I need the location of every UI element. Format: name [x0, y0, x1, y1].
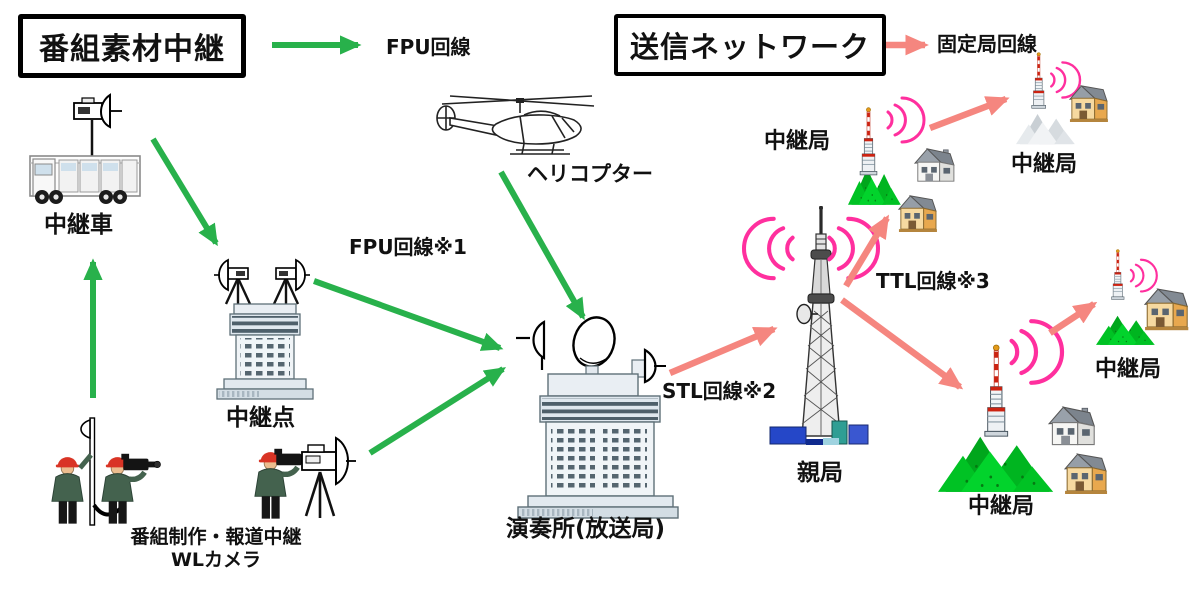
house-icon — [1144, 288, 1189, 331]
label-fixed-station-line: 固定局回線 — [937, 32, 1037, 56]
studio-building-icon — [516, 316, 679, 519]
house-icon — [898, 195, 938, 233]
house-icon — [1064, 453, 1108, 495]
relay-point-building-icon — [212, 258, 314, 400]
radio-waves-icon — [886, 96, 926, 144]
label-fpu-line: FPU回線 — [386, 35, 471, 59]
label-master-station: 親局 — [797, 460, 843, 486]
relay-station-top-icon — [848, 96, 926, 205]
section-title-program-relay: 番組素材中継 — [18, 14, 246, 78]
arrow-master-to-relay-bottom — [840, 297, 964, 390]
arrow-helicopter-to-studio — [498, 170, 586, 321]
relay-truck-icon — [29, 93, 141, 204]
label-relay-point: 中継点 — [226, 405, 295, 431]
wl-cameraman-icon — [255, 436, 356, 519]
arrow-relay-top-to-top-right — [928, 95, 1010, 132]
label-relay-station-mid-right: 中継局 — [1095, 357, 1162, 382]
label-wl-camera-line1: 番組制作・報道中継 — [130, 526, 302, 548]
label-relay-truck: 中継車 — [44, 212, 113, 238]
label-ttl-line-3: TTL回線※3 — [876, 269, 990, 293]
label-helicopter: ヘリコプター — [527, 162, 653, 186]
arrow-relay-bottom-to-mid-right — [1048, 301, 1098, 336]
arrow-studio-to-master — [668, 326, 778, 376]
label-relay-station-bottom: 中継局 — [968, 494, 1035, 519]
relay-station-mid-right-icon — [1096, 248, 1158, 345]
helicopter-icon — [436, 95, 595, 155]
radio-waves-icon — [1129, 258, 1158, 293]
label-stl-line-2: STL回線※2 — [662, 379, 777, 403]
arrow-master-to-relay-top — [843, 214, 890, 288]
arrow-relay-point-to-studio — [312, 278, 504, 351]
camera-crew-icon — [51, 417, 161, 525]
label-relay-station-top-right: 中継局 — [1011, 152, 1078, 177]
label-wl-camera-line2: WLカメラ — [170, 548, 262, 571]
section-title-transmission-network: 送信ネットワーク — [614, 14, 887, 76]
label-wl-camera: 番組制作・報道中継 WLカメラ — [96, 526, 336, 572]
master-station-tower-icon — [769, 206, 869, 445]
house-icon — [1048, 406, 1095, 446]
arrow-camera-to-studio — [368, 366, 507, 456]
portable-fpu-dish-icon — [301, 436, 356, 518]
house-icon — [914, 148, 955, 182]
label-fpu-line-1: FPU回線※1 — [349, 235, 467, 259]
label-studio: 演奏所(放送局) — [506, 516, 666, 542]
relay-station-bottom-icon — [938, 321, 1062, 492]
arrow-truck-to-relay-point — [150, 137, 219, 247]
radio-waves-icon — [744, 219, 793, 278]
label-relay-station-top: 中継局 — [764, 129, 831, 154]
